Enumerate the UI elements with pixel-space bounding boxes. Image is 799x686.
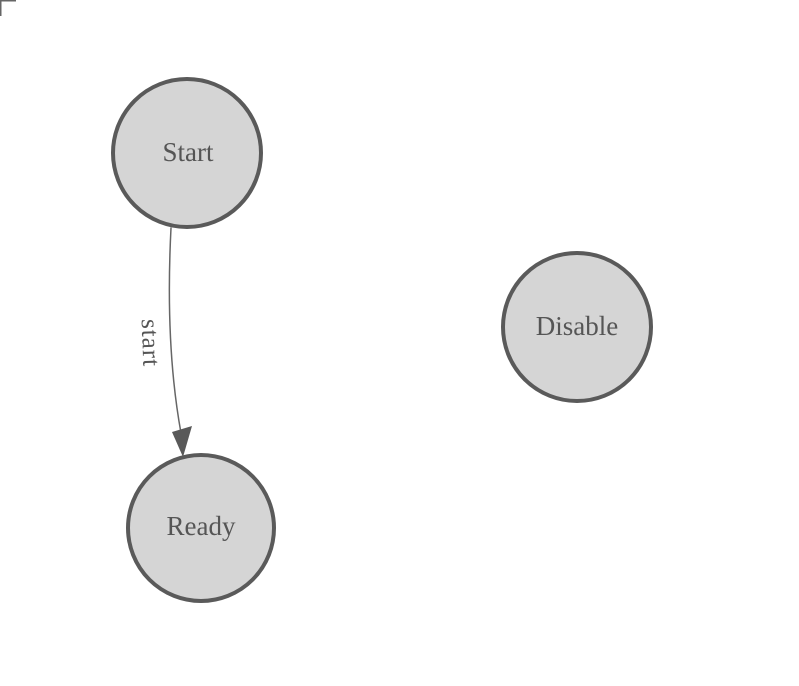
edge-arrowhead-icon [172,426,192,457]
node-disable-label: Disable [536,311,618,341]
paper-corner-mark [0,0,16,16]
node-ready-label: Ready [167,511,236,541]
node-start-circle[interactable] [111,77,263,229]
edge-line[interactable] [168,227,182,434]
node-ready[interactable]: Ready [126,453,276,603]
node-ready-circle[interactable] [126,453,276,603]
edge-label[interactable]: start [136,319,165,368]
node-start-label: Start [163,137,214,167]
node-disable-circle[interactable] [501,251,653,403]
node-disable[interactable]: Disable [501,251,653,403]
edge-start-to-ready: start [136,227,192,457]
node-start[interactable]: Start [111,77,263,229]
